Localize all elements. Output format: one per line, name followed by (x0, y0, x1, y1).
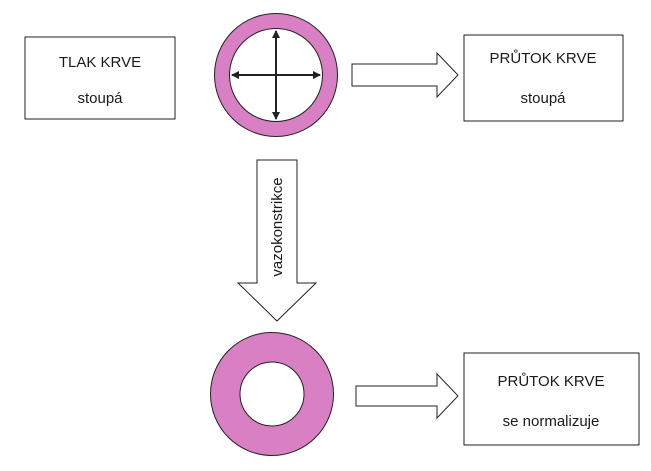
flow-bottom-box-title: PRŮTOK KRVE (498, 372, 605, 390)
pressure-box-status: stoupá (77, 90, 123, 107)
flow-top-box-frame (463, 34, 624, 122)
vasoconstriction-label: vazokonstrikce (269, 177, 286, 276)
dilated-vessel-icon (214, 13, 338, 137)
flow-bottom-box: PRŮTOK KRVE se normalizuje (463, 352, 640, 446)
flow-bottom-box-status: se normalizuje (503, 413, 600, 430)
pressure-box-title: TLAK KRVE (59, 54, 141, 71)
flow-top-box: PRŮTOK KRVE stoupá (463, 34, 624, 122)
bottom-right-block-arrow (355, 372, 459, 420)
pressure-box-frame (24, 36, 176, 120)
flow-bottom-box-frame (463, 352, 640, 446)
flow-top-box-status: stoupá (520, 90, 566, 107)
vasoconstriction-block-arrow (236, 159, 318, 322)
pressure-box: TLAK KRVE stoupá (24, 36, 176, 120)
normal-vessel-icon (210, 332, 334, 456)
bottom-vessel-lumen (239, 361, 305, 427)
flow-top-box-title: PRŮTOK KRVE (490, 49, 597, 67)
top-right-block-arrow (351, 51, 459, 99)
